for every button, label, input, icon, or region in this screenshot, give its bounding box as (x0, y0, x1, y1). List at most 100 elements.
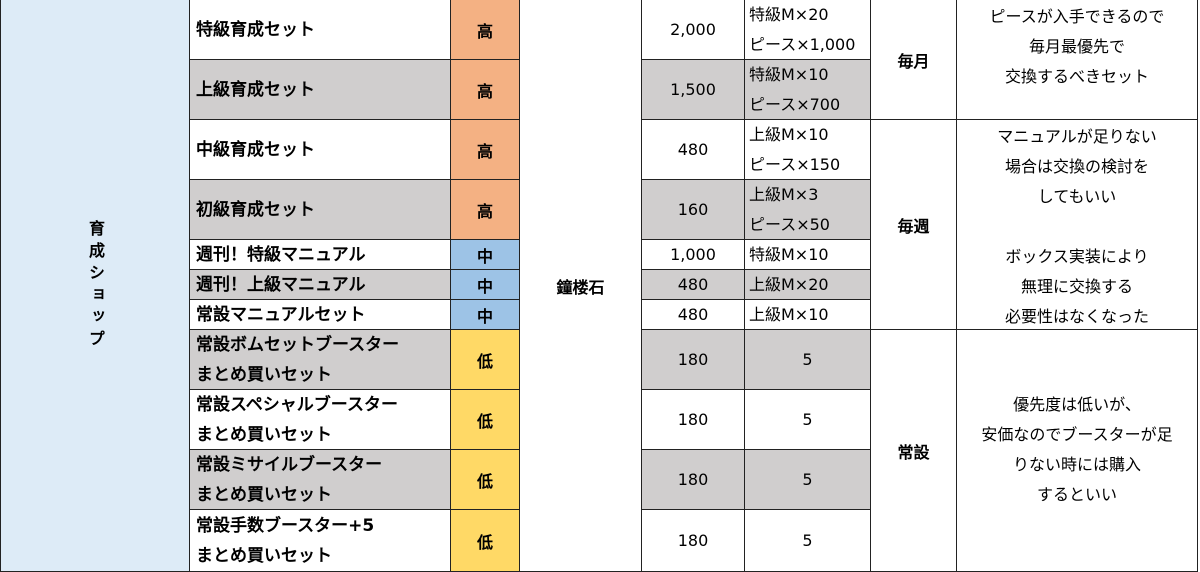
contents-cell: 5 (745, 450, 871, 510)
priority-badge: 中 (451, 240, 520, 270)
priority-label: 高 (476, 81, 493, 101)
item-name: 常設マニュアルセット (196, 304, 366, 325)
priority-badge: 低 (451, 330, 520, 390)
item-name: 特級育成セット (196, 19, 315, 40)
contents-cell: 5 (745, 330, 871, 390)
cost-value: 2,000 (670, 20, 716, 39)
cost-value: 180 (677, 350, 709, 369)
contents-line: 上級M×3 (749, 184, 819, 204)
contents-line: 上級M×10 (749, 304, 829, 324)
cost-cell: 180 (642, 450, 745, 510)
priority-badge: 高 (451, 180, 520, 240)
cost-value: 480 (677, 140, 709, 159)
item-name: まとめ買いセット (196, 484, 332, 505)
item-name: 上級育成セット (196, 79, 315, 100)
item-name: 中級育成セット (196, 139, 315, 160)
note-line: 毎月最優先で (1028, 37, 1125, 56)
contents-line: 特級M×20 (749, 4, 829, 24)
item-name-cell: 常設ミサイルブースターまとめ買いセット (190, 450, 451, 510)
note-line: ピースが入手できるので (989, 7, 1165, 26)
item-name-cell: 中級育成セット (190, 120, 451, 180)
cost-cell: 1,500 (642, 60, 745, 120)
priority-badge: 高 (451, 0, 520, 60)
priority-badge: 低 (451, 450, 520, 510)
contents-line: 5 (802, 409, 813, 429)
priority-badge: 高 (451, 120, 520, 180)
item-name-cell: 常設ボムセットブースターまとめ買いセット (190, 330, 451, 390)
item-name-cell: 初級育成セット (190, 180, 451, 240)
note-line: 場合は交換の検討を (1004, 157, 1149, 176)
note-line: するといい (1036, 485, 1117, 504)
item-name: まとめ買いセット (196, 364, 332, 385)
contents-line: 5 (802, 469, 813, 489)
note-cell: マニュアルが足りない場合は交換の検討をしてもいいボックス実装により無理に交換する… (957, 120, 1198, 330)
item-name-cell: 上級育成セット (190, 60, 451, 120)
priority-label: 高 (476, 201, 493, 221)
note-line: 無理に交換する (1020, 277, 1133, 296)
priority-label: 中 (476, 306, 493, 326)
priority-badge: 中 (451, 300, 520, 330)
priority-label: 低 (476, 532, 493, 552)
item-name: まとめ買いセット (196, 424, 332, 445)
note-line: 安価なのでブースターが足 (981, 425, 1173, 444)
cost-cell: 180 (642, 510, 745, 572)
note-line: 交換するべきセット (1004, 67, 1149, 86)
item-name: 常設ボムセットブースター (196, 334, 400, 355)
item-name: 初級育成セット (196, 199, 315, 220)
contents-cell: 上級M×20 (745, 270, 871, 300)
frequency-cell: 毎月 (871, 0, 957, 120)
priority-badge: 中 (451, 270, 520, 300)
item-name: 週刊！上級マニュアル (196, 274, 366, 295)
note-line: マニュアルが足りない (997, 127, 1157, 146)
cost-value: 480 (677, 275, 709, 294)
contents-cell: 5 (745, 390, 871, 450)
contents-line: 5 (802, 349, 813, 369)
cost-cell: 2,000 (642, 0, 745, 60)
item-name-cell: 常設マニュアルセット (190, 300, 451, 330)
note-line: りない時には購入 (1012, 455, 1141, 474)
item-name: 常設スペシャルブースター (196, 394, 398, 415)
priority-label: 低 (476, 471, 493, 491)
frequency-label: 毎週 (897, 216, 930, 236)
contents-line: ピース×150 (749, 154, 841, 174)
cost-value: 1,000 (670, 245, 716, 264)
contents-line: 上級M×10 (749, 124, 829, 144)
contents-line: 上級M×20 (749, 274, 829, 294)
cost-cell: 480 (642, 300, 745, 330)
item-name-cell: 特級育成セット (190, 0, 451, 60)
currency-label: 鐘楼石 (556, 277, 605, 297)
note-cell: ピースが入手できるので毎月最優先で交換するべきセット (957, 0, 1198, 120)
priority-badge: 低 (451, 390, 520, 450)
note-line: ボックス実装により (1005, 247, 1149, 266)
frequency-label: 常設 (897, 442, 930, 462)
contents-line: 5 (802, 530, 813, 550)
note-cell: 優先度は低いが、安価なのでブースターが足りない時には購入するといい (957, 330, 1198, 572)
item-name-cell: 週刊！特級マニュアル (190, 240, 451, 270)
currency-cell: 鐘楼石 (520, 0, 642, 572)
item-name: 常設手数ブースター+5 (196, 515, 375, 536)
cost-value: 180 (677, 410, 709, 429)
contents-cell: 5 (745, 510, 871, 572)
priority-label: 中 (476, 276, 493, 296)
item-name: まとめ買いセット (196, 545, 332, 566)
cost-value: 180 (677, 470, 709, 489)
contents-cell: 特級M×10 (745, 240, 871, 270)
cost-cell: 480 (642, 120, 745, 180)
frequency-cell: 常設 (871, 330, 957, 572)
item-name: 週刊！特級マニュアル (196, 244, 366, 265)
priority-label: 高 (476, 21, 493, 41)
priority-label: 高 (476, 141, 493, 161)
category-label: 育成ショップ (86, 219, 105, 352)
priority-badge: 高 (451, 60, 520, 120)
item-name-cell: 常設スペシャルブースターまとめ買いセット (190, 390, 451, 450)
cost-cell: 1,000 (642, 240, 745, 270)
item-name: 常設ミサイルブースター (196, 454, 383, 475)
note-line: 優先度は低いが、 (1013, 395, 1141, 414)
priority-label: 低 (476, 351, 493, 371)
category-cell: 育成ショップ (0, 0, 190, 572)
priority-label: 中 (476, 246, 493, 266)
